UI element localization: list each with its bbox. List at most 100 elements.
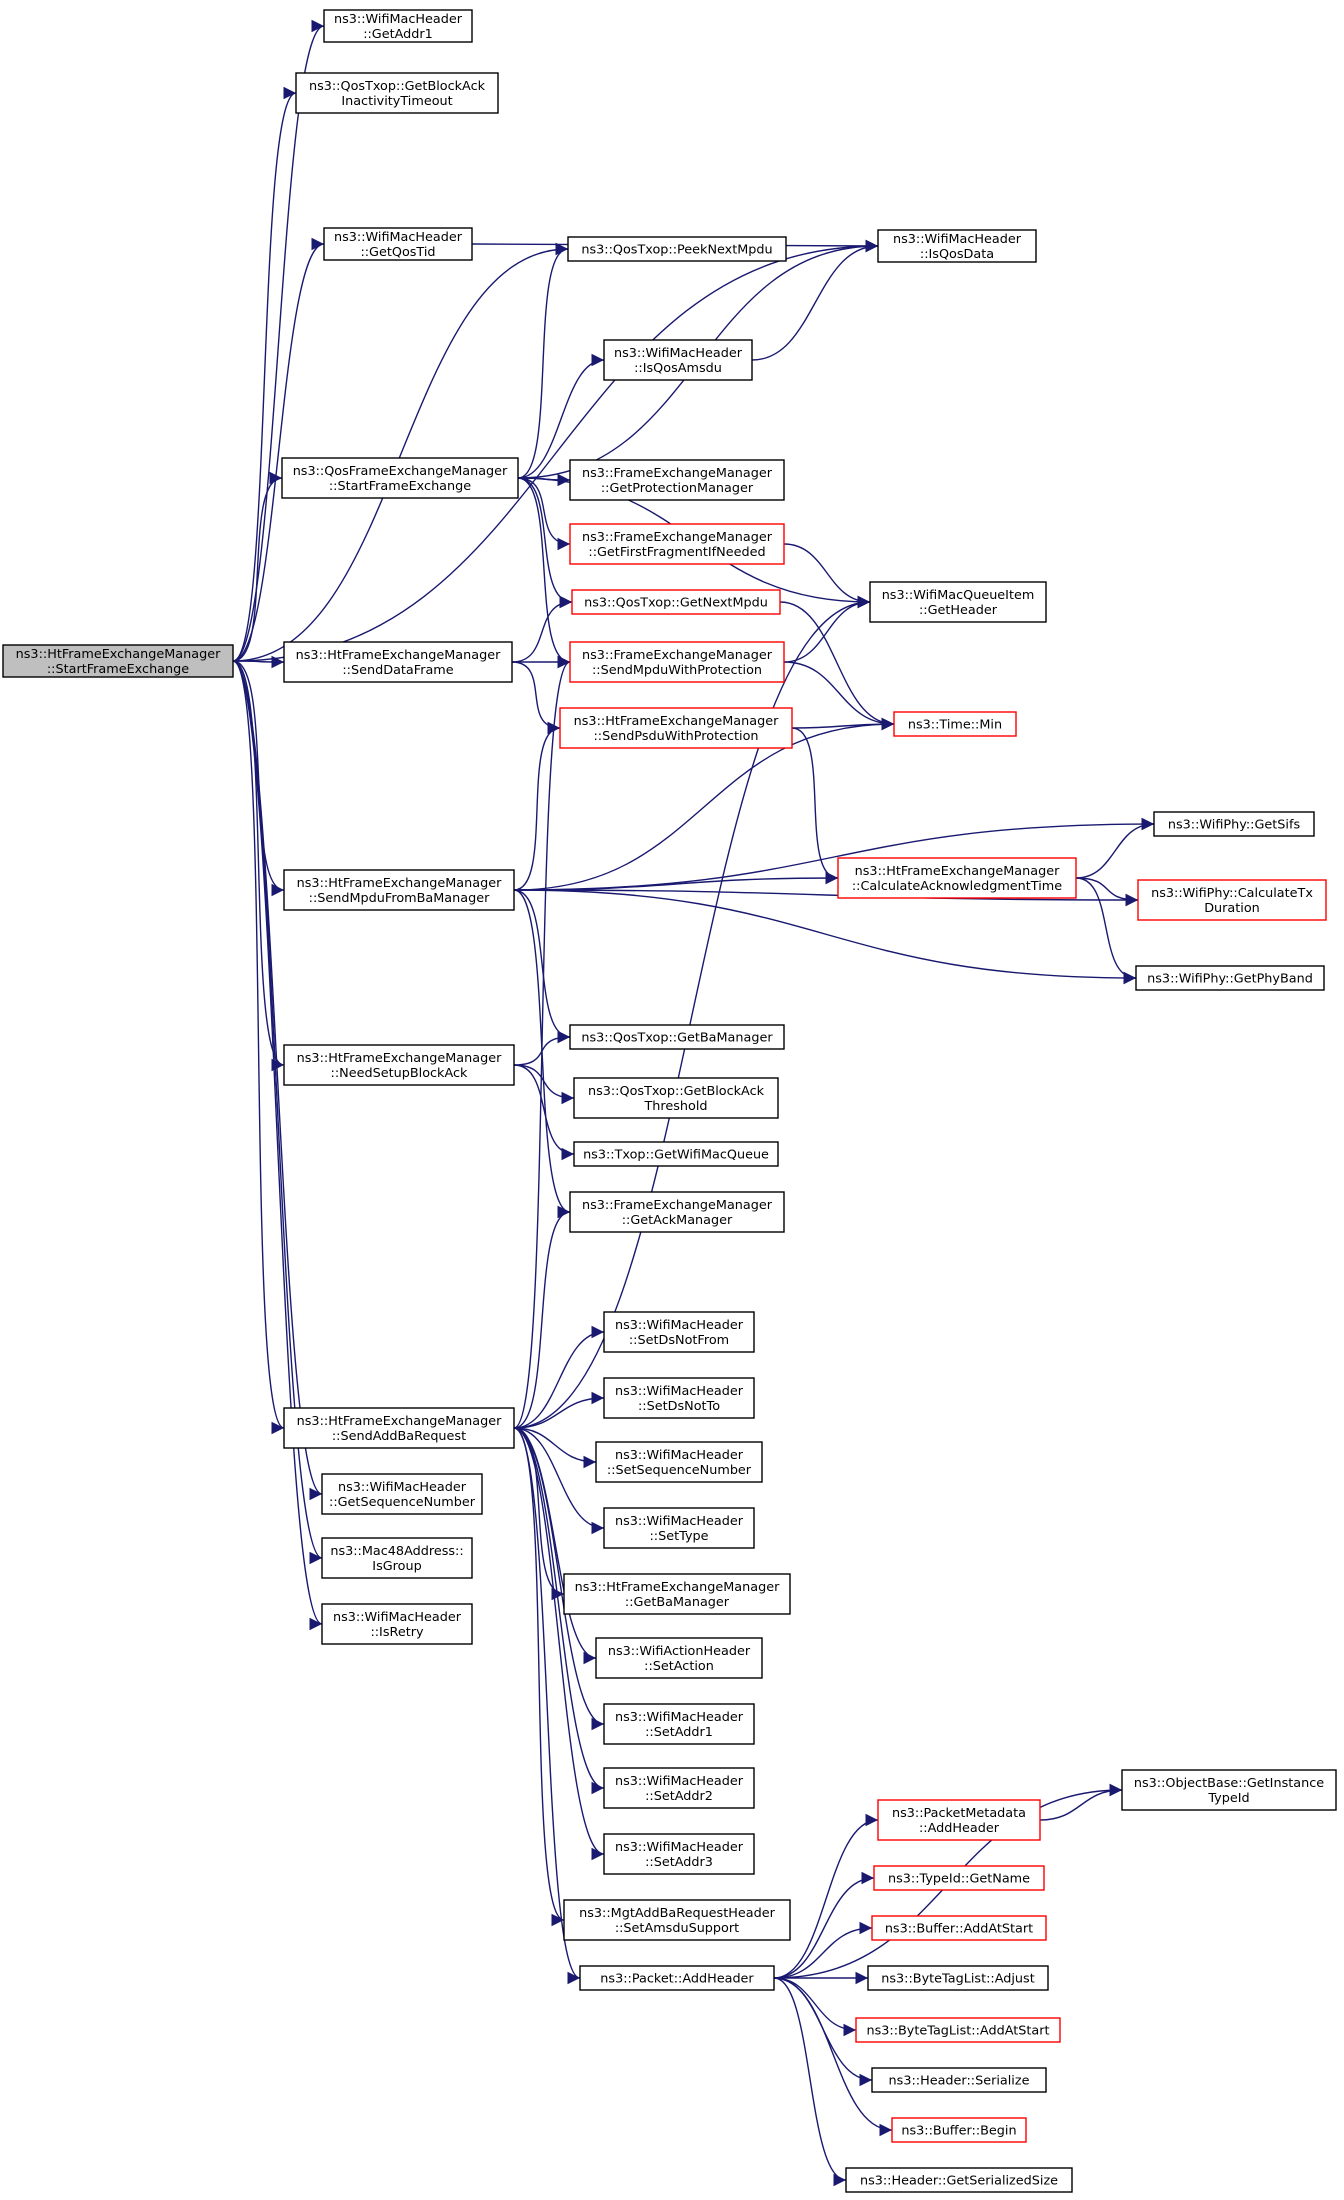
- node-box: [1135, 965, 1325, 991]
- node-label: ns3::ObjectBase::GetInstance: [1134, 1776, 1324, 1791]
- node-label: ns3::HtFrameExchangeManager: [297, 876, 502, 891]
- edge-root-to-qos-start-frame: [232, 471, 283, 662]
- node-set-type[interactable]: ns3::WifiMacHeader::SetType: [603, 1507, 755, 1549]
- node-label: ::SendMpduFromBaManager: [309, 891, 490, 906]
- node-label: ns3::HtFrameExchangeManager: [297, 1051, 502, 1066]
- node-box: [573, 1141, 779, 1167]
- node-set-addr3[interactable]: ns3::WifiMacHeader::SetAddr3: [603, 1833, 755, 1875]
- node-get-protection-mgr[interactable]: ns3::FrameExchangeManager::GetProtection…: [569, 459, 785, 501]
- node-get-next-mpdu[interactable]: ns3::QosTxop::GetNextMpdu: [571, 589, 781, 615]
- node-set-ds-not-to[interactable]: ns3::WifiMacHeader::SetDsNotTo: [603, 1377, 755, 1419]
- node-header-serialize[interactable]: ns3::Header::Serialize: [871, 2067, 1047, 2093]
- node-set-sequence-number[interactable]: ns3::WifiMacHeader::SetSequenceNumber: [595, 1441, 763, 1483]
- edge-packet-add-header-to-type-id-get-name: [773, 1871, 875, 1979]
- node-label: ::SendDataFrame: [342, 663, 453, 678]
- node-pm-add-header[interactable]: ns3::PacketMetadata::AddHeader: [877, 1799, 1041, 1841]
- node-box: [563, 1573, 791, 1615]
- edge-send-add-ba-request-to-set-type: [513, 1427, 605, 1535]
- node-send-mpdu-with-prot[interactable]: ns3::FrameExchangeManager::SendMpduWithP…: [569, 641, 785, 683]
- node-label: ns3::WifiMacHeader: [334, 12, 463, 27]
- edge-send-add-ba-request-to-set-sequence-number: [513, 1427, 597, 1469]
- node-box: [871, 1915, 1047, 1941]
- node-label: ::AddHeader: [919, 1821, 1000, 1836]
- node-get-first-fragment[interactable]: ns3::FrameExchangeManager::GetFirstFragm…: [569, 523, 785, 565]
- node-type-id-get-name[interactable]: ns3::TypeId::GetName: [873, 1865, 1045, 1891]
- node-get-phy-band[interactable]: ns3::WifiPhy::GetPhyBand: [1135, 965, 1325, 991]
- edge-root-to-get-block-ack-inact: [232, 86, 297, 662]
- edge-qos-start-frame-to-peek-next-mpdu: [517, 242, 569, 479]
- node-time-min[interactable]: ns3::Time::Min: [893, 711, 1017, 737]
- node-get-qos-tid[interactable]: ns3::WifiMacHeader::GetQosTid: [323, 227, 473, 261]
- node-label: ns3::Txop::GetWifiMacQueue: [583, 1148, 769, 1163]
- node-set-ds-not-from[interactable]: ns3::WifiMacHeader::SetDsNotFrom: [603, 1311, 755, 1353]
- node-queue-item-get-header[interactable]: ns3::WifiMacQueueItem::GetHeader: [869, 581, 1047, 623]
- node-buffer-add-at-start[interactable]: ns3::Buffer::AddAtStart: [871, 1915, 1047, 1941]
- node-box: [569, 1024, 785, 1050]
- node-box: [877, 229, 1037, 263]
- node-label: ::GetFirstFragmentIfNeeded: [588, 545, 765, 560]
- node-box: [321, 1473, 483, 1515]
- node-label: ns3::TypeId::GetName: [888, 1872, 1030, 1887]
- node-set-addr1[interactable]: ns3::WifiMacHeader::SetAddr1: [603, 1703, 755, 1745]
- node-label: ::GetSequenceNumber: [329, 1495, 476, 1510]
- node-box: [837, 857, 1077, 899]
- node-label: ns3::FrameExchangeManager: [582, 1198, 773, 1213]
- node-send-data-frame[interactable]: ns3::HtFrameExchangeManager::SendDataFra…: [283, 641, 513, 683]
- node-send-add-ba-request[interactable]: ns3::HtFrameExchangeManager::SendAddBaRe…: [283, 1407, 515, 1449]
- node-box: [1137, 879, 1327, 921]
- node-get-addr1[interactable]: ns3::WifiMacHeader::GetAddr1: [323, 9, 473, 43]
- node-label: ns3::WifiMacHeader: [338, 1480, 467, 1495]
- node-qos-start-frame[interactable]: ns3::QosFrameExchangeManager::StartFrame…: [281, 457, 519, 499]
- node-header-get-serialized-size[interactable]: ns3::Header::GetSerializedSize: [845, 2167, 1073, 2193]
- node-label: ::GetHeader: [919, 603, 998, 618]
- node-get-sifs[interactable]: ns3::WifiPhy::GetSifs: [1153, 811, 1315, 837]
- node-is-group[interactable]: ns3::Mac48Address::IsGroup: [321, 1537, 473, 1579]
- node-root[interactable]: ns3::HtFrameExchangeManager::StartFrameE…: [2, 644, 234, 678]
- node-label: ns3::QosTxop::PeekNextMpdu: [581, 243, 772, 258]
- node-set-action[interactable]: ns3::WifiActionHeader::SetAction: [595, 1637, 763, 1679]
- node-is-retry[interactable]: ns3::WifiMacHeader::IsRetry: [321, 1603, 473, 1645]
- node-byte-tag-add-at-start[interactable]: ns3::ByteTagList::AddAtStart: [855, 2017, 1061, 2043]
- node-calc-ack-time[interactable]: ns3::HtFrameExchangeManager::CalculateAc…: [837, 857, 1077, 899]
- node-set-amsdu-support[interactable]: ns3::MgtAddBaRequestHeader::SetAmsduSupp…: [563, 1899, 791, 1941]
- node-label: ::SetAddr3: [645, 1855, 713, 1870]
- node-label: ::SetAddr1: [645, 1725, 713, 1740]
- edge-send-add-ba-request-to-set-ds-not-from: [513, 1325, 605, 1429]
- node-get-block-ack-inact[interactable]: ns3::QosTxop::GetBlockAckInactivityTimeo…: [295, 72, 499, 114]
- node-label: ns3::WifiActionHeader: [608, 1644, 751, 1659]
- node-label: ::SendAddBaRequest: [332, 1429, 466, 1444]
- node-byte-tag-adjust[interactable]: ns3::ByteTagList::Adjust: [867, 1965, 1049, 1991]
- node-box: [603, 1833, 755, 1875]
- node-box: [855, 2017, 1061, 2043]
- node-peek-next-mpdu[interactable]: ns3::QosTxop::PeekNextMpdu: [567, 236, 787, 262]
- node-get-wifi-mac-queue[interactable]: ns3::Txop::GetWifiMacQueue: [573, 1141, 779, 1167]
- node-label: ns3::Packet::AddHeader: [600, 1972, 754, 1987]
- node-get-ack-manager[interactable]: ns3::FrameExchangeManager::GetAckManager: [569, 1191, 785, 1233]
- node-label: ns3::WifiMacHeader: [615, 1318, 744, 1333]
- node-qos-get-ba-manager[interactable]: ns3::QosTxop::GetBaManager: [569, 1024, 785, 1050]
- node-label: ns3::Buffer::AddAtStart: [885, 1922, 1033, 1937]
- node-box: [571, 589, 781, 615]
- node-box: [569, 1191, 785, 1233]
- node-buffer-begin[interactable]: ns3::Buffer::Begin: [891, 2117, 1027, 2143]
- node-send-psdu-with-prot[interactable]: ns3::HtFrameExchangeManager::SendPsduWit…: [559, 707, 793, 749]
- edge-send-mpdu-from-ba-to-time-min: [513, 717, 895, 891]
- call-edges: [232, 19, 1155, 2187]
- node-is-qos-amsdu[interactable]: ns3::WifiMacHeader::IsQosAmsdu: [603, 339, 753, 381]
- node-need-setup-block-ack[interactable]: ns3::HtFrameExchangeManager::NeedSetupBl…: [283, 1044, 515, 1086]
- node-label: ::GetAddr1: [363, 27, 433, 42]
- node-label: ns3::WifiMacHeader: [614, 346, 743, 361]
- node-send-mpdu-from-ba[interactable]: ns3::HtFrameExchangeManager::SendMpduFro…: [283, 869, 515, 911]
- node-packet-add-header[interactable]: ns3::Packet::AddHeader: [579, 1965, 775, 1991]
- node-get-sequence-number[interactable]: ns3::WifiMacHeader::GetSequenceNumber: [321, 1473, 483, 1515]
- node-label: ns3::WifiMacHeader: [615, 1384, 744, 1399]
- node-set-addr2[interactable]: ns3::WifiMacHeader::SetAddr2: [603, 1767, 755, 1809]
- edge-send-data-frame-to-send-psdu-with-prot: [511, 661, 561, 735]
- node-is-qos-data[interactable]: ns3::WifiMacHeader::IsQosData: [877, 229, 1037, 263]
- node-box: [1153, 811, 1315, 837]
- node-ht-get-ba-manager[interactable]: ns3::HtFrameExchangeManager::GetBaManage…: [563, 1573, 791, 1615]
